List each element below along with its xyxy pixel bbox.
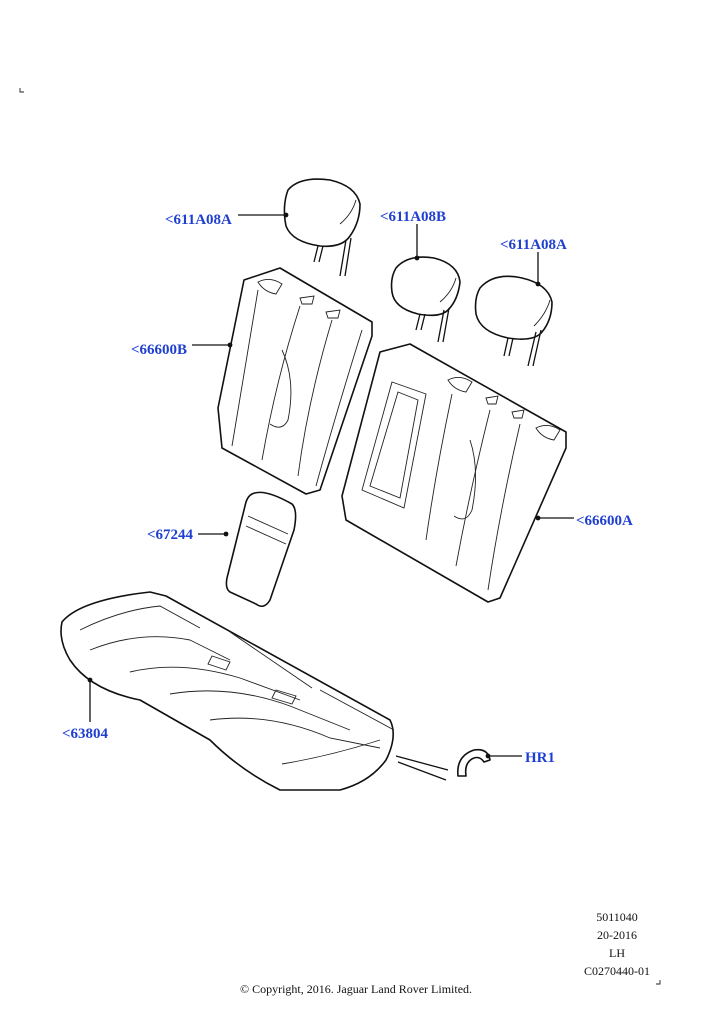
callout-hook[interactable]: HR1 — [525, 750, 555, 766]
backrest-a-part[interactable] — [341, 343, 567, 603]
callout-headrest-b[interactable]: <611A08B — [380, 209, 447, 225]
copyright-text: © Copyright, 2016. Jaguar Land Rover Lim… — [239, 982, 473, 996]
meta-line-2: 20-2016 — [597, 928, 637, 942]
meta-line-1: 5011040 — [596, 910, 638, 924]
meta-line-3: LH — [609, 946, 625, 960]
seat-cushion-part[interactable] — [60, 591, 395, 791]
headrest-part-1[interactable] — [283, 178, 361, 277]
crop-mark — [656, 980, 661, 985]
callout-headrest-a1[interactable]: <611A08A — [165, 212, 232, 228]
callout-headrest-a2[interactable]: <611A08A — [500, 237, 567, 253]
crop-mark — [19, 88, 24, 93]
callout-backrest-a[interactable]: <66600A — [576, 513, 633, 529]
headrest-part-3[interactable] — [474, 275, 553, 367]
diagram-meta: 5011040 20-2016 LH C0270440-01 — [572, 908, 662, 980]
callout-backrest-b[interactable]: <66600B — [131, 342, 188, 358]
headrest-part-2[interactable] — [390, 256, 461, 343]
callout-armrest[interactable]: <67244 — [147, 527, 194, 543]
hook-part[interactable] — [395, 748, 491, 781]
backrest-b-part[interactable] — [217, 267, 373, 495]
meta-line-4: C0270440-01 — [584, 964, 650, 978]
callout-cushion[interactable]: <63804 — [62, 726, 109, 742]
leader-lines — [87, 212, 574, 759]
armrest-part[interactable] — [225, 491, 297, 608]
